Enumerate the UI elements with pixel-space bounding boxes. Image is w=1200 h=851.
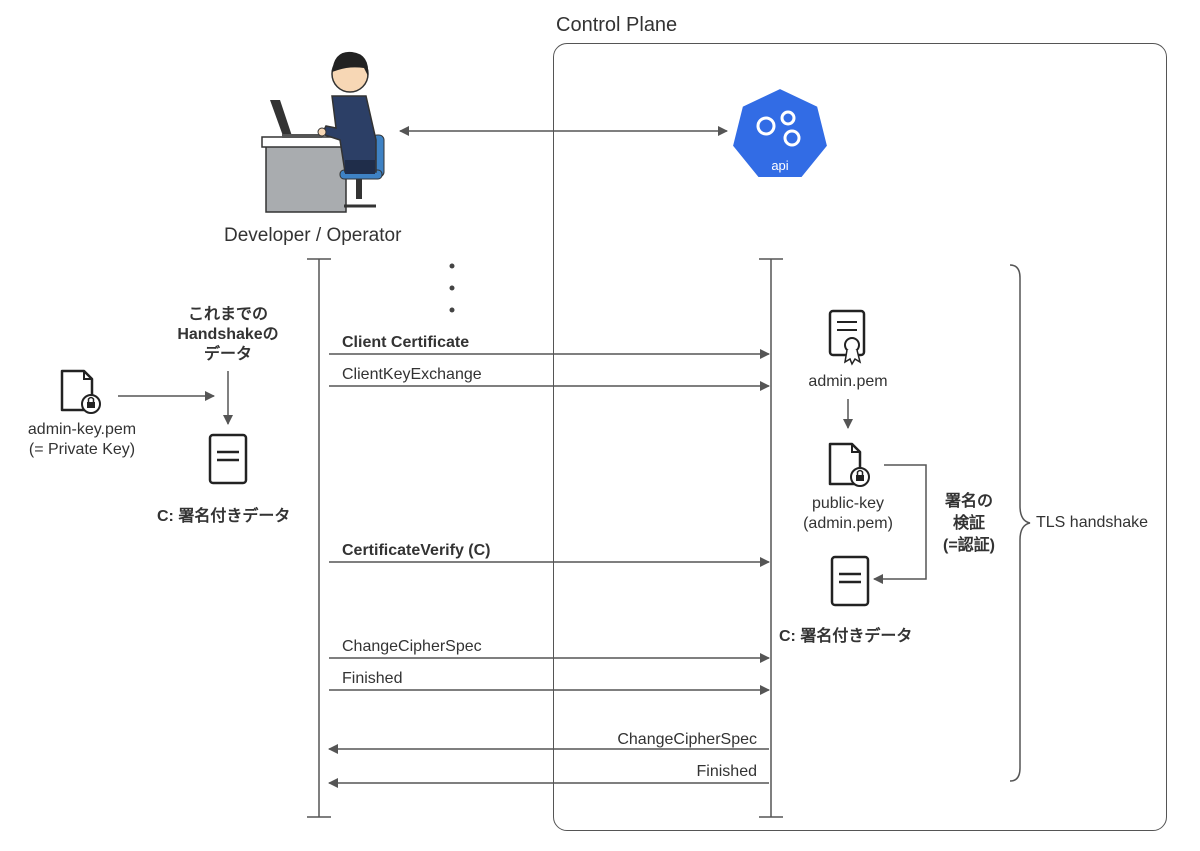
message-label-server-finished: Finished (696, 763, 757, 780)
api-badge-text: api (771, 158, 788, 173)
document-icon (208, 433, 248, 485)
document-icon (830, 555, 870, 607)
verify-label: 署名の 検証 (=認証) (942, 493, 995, 554)
person-at-laptop-icon (261, 51, 385, 213)
message-label-client-key-exchange: ClientKeyExchange (342, 366, 482, 383)
message-label-client-certificate: Client Certificate (342, 334, 470, 351)
tls-brace (1009, 264, 1031, 782)
verify-connector (873, 464, 927, 584)
locked-file-icon (60, 369, 101, 414)
message-label-server-change-cipher-spec: ChangeCipherSpec (617, 731, 757, 748)
locked-file-icon (828, 442, 870, 487)
tls-handshake-label: TLS handshake (1036, 514, 1149, 531)
message-label-change-cipher-spec: ChangeCipherSpec (342, 638, 482, 655)
operator-label: Developer / Operator (224, 225, 402, 246)
client-signed-data-label: C: 署名付きデータ (157, 508, 291, 525)
certificate-icon (828, 309, 866, 366)
client-lifeline (307, 258, 331, 818)
public-key-label: public-key (admin.pem) (803, 495, 893, 532)
handshake-data-label: これまでの Handshakeの データ (177, 306, 279, 363)
control-plane-title: Control Plane (556, 14, 678, 36)
message-label-finished: Finished (342, 670, 403, 687)
server-lifeline (759, 258, 783, 818)
server-signed-data-label: C: 署名付きデータ (779, 628, 913, 645)
cert-label: admin.pem (808, 373, 888, 390)
vertical-ellipsis-icon (449, 263, 455, 313)
private-key-label: admin-key.pem (= Private Key) (27, 421, 137, 458)
control-plane-box (553, 43, 1167, 831)
kubernetes-api-server-icon (730, 86, 830, 179)
message-label-certificate-verify: CertificateVerify (C) (342, 542, 491, 559)
